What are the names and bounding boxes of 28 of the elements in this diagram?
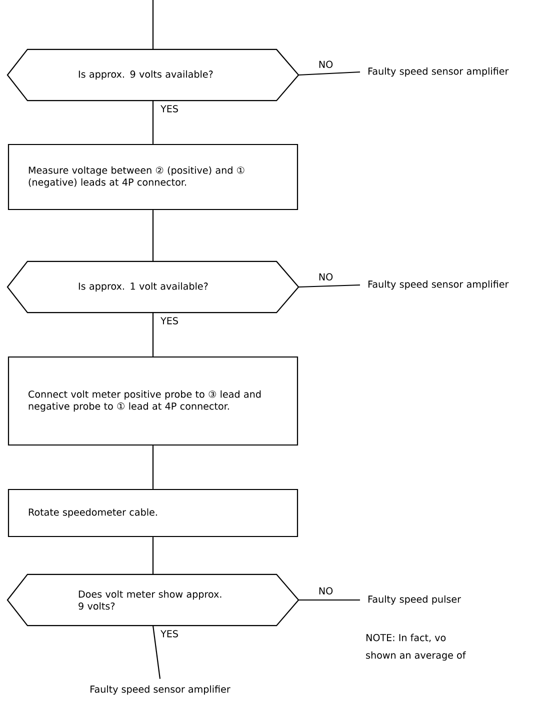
note-text: NOTE: In fact, vo bbox=[366, 634, 446, 642]
connector-line bbox=[152, 537, 154, 574]
edge-label: YES bbox=[160, 105, 178, 112]
connector-line bbox=[152, 312, 154, 356]
connector-line bbox=[152, 100, 154, 144]
connector-line bbox=[152, 446, 154, 489]
decision-hexagon: Is approx. 9 volts available? bbox=[6, 48, 300, 102]
edge-label: NO bbox=[319, 60, 333, 68]
process-box: Connect volt meter positive probe to ③ lead and negative probe to ① lead at 4P connector. bbox=[8, 356, 298, 446]
connector-line bbox=[298, 599, 360, 601]
edge-label: NO bbox=[319, 587, 333, 594]
result-text: Faulty speed pulser bbox=[368, 595, 462, 605]
result-text: Faulty speed sensor amplifier bbox=[368, 67, 509, 77]
edge-label: YES bbox=[160, 630, 178, 638]
result-text: Faulty speed sensor amplifier bbox=[90, 685, 230, 695]
edge-label: NO bbox=[319, 273, 333, 280]
note-text: shown an average of bbox=[366, 651, 466, 661]
decision-hexagon: Does volt meter show approx. 9 volts? bbox=[6, 574, 300, 626]
decision-hexagon: Is approx. 1 volt available? bbox=[6, 260, 300, 314]
edge-label: YES bbox=[160, 317, 178, 324]
process-box: Measure voltage between ② (positive) and ① (negative) leads at 4P connector. bbox=[8, 144, 298, 210]
connector-line bbox=[298, 284, 360, 288]
process-box: Rotate speedometer cable. bbox=[8, 488, 298, 538]
connector-line bbox=[152, 210, 154, 262]
connector-line bbox=[298, 71, 360, 76]
connector-line bbox=[152, 625, 161, 679]
connector-line bbox=[152, 0, 154, 50]
result-text: Faulty speed sensor amplifier bbox=[368, 280, 509, 290]
